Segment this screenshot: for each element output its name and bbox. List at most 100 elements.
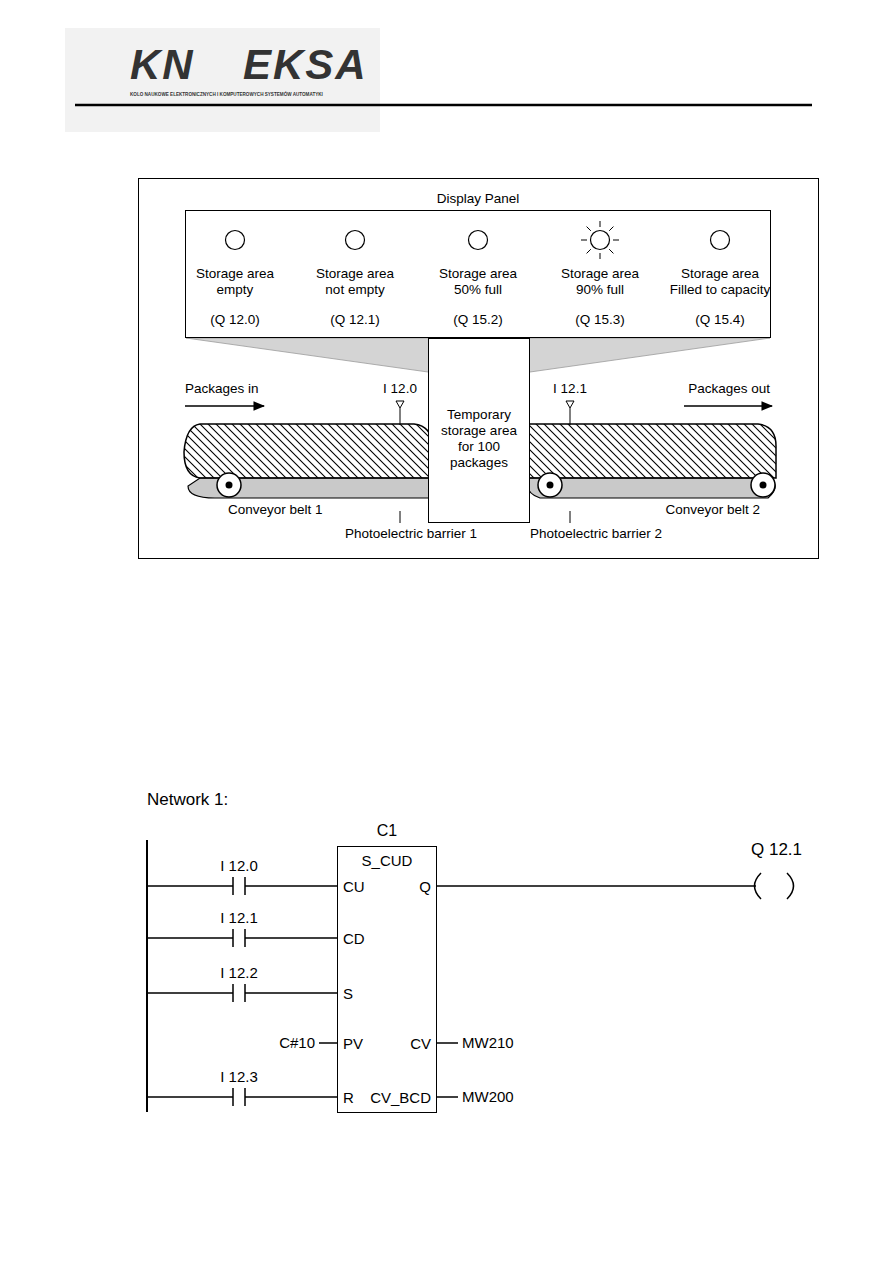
lamp-circle xyxy=(711,231,730,250)
input-wire xyxy=(319,1042,337,1044)
contact-symbol xyxy=(147,1088,337,1106)
block-name: C1 xyxy=(377,822,397,840)
pin-name: CU xyxy=(343,878,365,895)
lamp-ray xyxy=(600,221,601,227)
indicator-lamp: Storage area 90% full (Q 15.3) xyxy=(555,218,645,328)
label: Conveyor belt 2 xyxy=(665,502,760,518)
roller xyxy=(538,473,562,497)
label: Photoelectric barrier 1 xyxy=(345,526,477,542)
label: I 12.0 xyxy=(220,857,258,874)
pin-name: CD xyxy=(343,930,365,947)
lamp-symbol xyxy=(690,218,750,262)
belt-surface xyxy=(528,424,776,478)
label: MW210 xyxy=(462,1034,514,1051)
label: I 12.1 xyxy=(553,381,587,397)
lamp-circle xyxy=(591,231,610,250)
output-address: (Q 15.4) xyxy=(667,312,773,328)
logo-ground xyxy=(65,28,380,132)
flow-arrow xyxy=(684,405,772,406)
pin-name: CV xyxy=(410,1035,431,1052)
leader-line xyxy=(400,511,401,523)
lamp-symbol xyxy=(205,218,265,262)
pin-name: PV xyxy=(343,1035,363,1052)
label: Packages out xyxy=(688,381,770,397)
indicator-lamp: Storage area empty (Q 12.0) xyxy=(190,218,280,328)
lamp-ray xyxy=(587,227,591,231)
sensor-marker xyxy=(396,401,404,408)
lamp-symbol xyxy=(570,218,630,262)
output-wire xyxy=(437,1096,458,1098)
lamp-label: Storage area 50% full xyxy=(433,266,523,298)
output-address: (Q 12.1) xyxy=(310,312,400,328)
lamp-label: Storage area empty xyxy=(190,266,280,298)
indicator-lamp: Storage area 50% full (Q 15.2) xyxy=(433,218,523,328)
lamp-ray xyxy=(600,253,601,259)
leader-line xyxy=(570,511,571,523)
counter-block: C1S_CUDCUQCDSPVCVRCV_BCD xyxy=(337,846,437,1113)
pin-name: S xyxy=(343,985,353,1002)
lamp-circle xyxy=(469,231,488,250)
coil-symbol xyxy=(755,873,794,899)
lamp-ray xyxy=(581,240,587,241)
lamp-ray xyxy=(587,249,591,253)
roller-axle xyxy=(760,482,767,489)
lamp-circle xyxy=(226,231,245,250)
panel-heading: Display Panel xyxy=(185,191,771,206)
contact-symbol xyxy=(147,877,337,895)
label: I 12.3 xyxy=(220,1068,258,1085)
block-type: S_CUD xyxy=(362,852,413,869)
flow-arrow xyxy=(185,405,264,406)
header-rule xyxy=(75,104,812,107)
sensor-line xyxy=(400,408,401,425)
label: I 12.0 xyxy=(383,381,417,397)
logo-text: EKSA xyxy=(243,44,368,86)
output-wire xyxy=(437,1042,458,1044)
label: I 12.2 xyxy=(220,964,258,981)
label: MW200 xyxy=(462,1088,514,1105)
lamp-ray xyxy=(609,249,613,253)
logo-text: KN xyxy=(130,44,195,86)
roller-axle xyxy=(226,482,233,489)
label: Q 12.1 xyxy=(751,840,802,860)
contact-symbol xyxy=(147,929,337,947)
lamp-ray xyxy=(613,240,619,241)
logo-subtitle: KOLO NAUKOWE ELEKTRONICZNYCH I KOMPUTERO… xyxy=(130,92,323,97)
indicator-lamp: Storage area Filled to capacity (Q 15.4) xyxy=(667,218,773,328)
label: I 12.1 xyxy=(220,909,258,926)
sensor-marker xyxy=(566,401,574,408)
lamp-label: Storage area Filled to capacity xyxy=(667,266,773,298)
label: Packages in xyxy=(185,381,259,397)
lamp-circle xyxy=(346,231,365,250)
power-rail xyxy=(146,840,148,1112)
output-address: (Q 12.0) xyxy=(190,312,280,328)
output-address: (Q 15.2) xyxy=(433,312,523,328)
output-wire xyxy=(437,885,756,887)
roller-axle xyxy=(547,482,554,489)
storage-box: Temporary storage area for 100 packages xyxy=(428,338,530,523)
pin-name: R xyxy=(343,1089,354,1106)
label: Photoelectric barrier 2 xyxy=(530,526,662,542)
lamp-label: Storage area not empty xyxy=(310,266,400,298)
lamp-symbol xyxy=(448,218,508,262)
label: Network 1: xyxy=(147,790,228,810)
roller xyxy=(217,473,241,497)
pin-name: CV_BCD xyxy=(370,1089,431,1106)
display-panel: Storage area empty (Q 12.0) Storage area n… xyxy=(185,188,771,338)
contact-symbol xyxy=(147,984,337,1002)
output-address: (Q 15.3) xyxy=(555,312,645,328)
lamp-ray xyxy=(609,227,613,231)
sensor-line xyxy=(570,408,571,425)
lamp-label: Storage area 90% full xyxy=(555,266,645,298)
figure-frame xyxy=(139,179,819,559)
storage-label: Temporary storage area for 100 packages xyxy=(433,407,525,471)
pin-name: Q xyxy=(419,878,431,895)
label: C#10 xyxy=(279,1034,315,1051)
label: Conveyor belt 1 xyxy=(228,502,323,518)
rungs xyxy=(147,873,794,1106)
indicator-lamp: Storage area not empty (Q 12.1) xyxy=(310,218,400,328)
lamp-symbol xyxy=(325,218,385,262)
belt-surface xyxy=(184,424,432,478)
belt-band xyxy=(528,478,775,498)
